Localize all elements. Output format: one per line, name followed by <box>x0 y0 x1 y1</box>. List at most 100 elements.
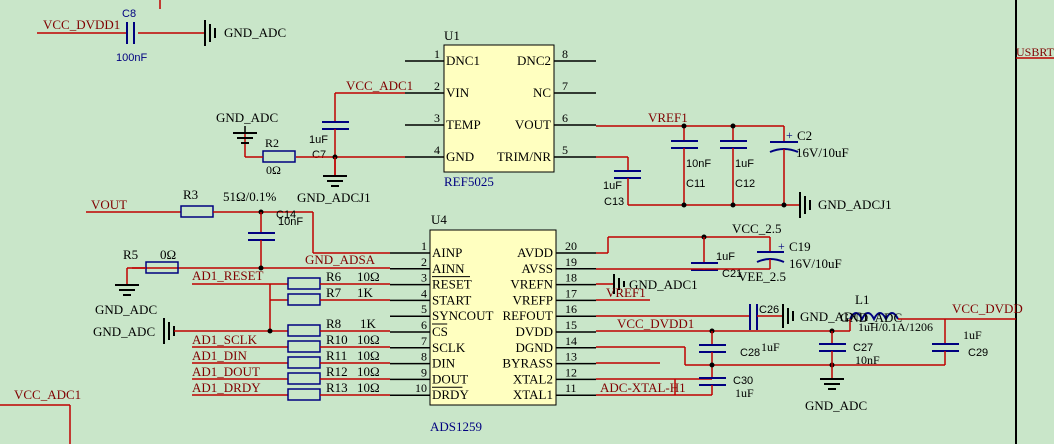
net-label-gnd-adc-top: GND_ADC <box>224 25 286 40</box>
net-label-gnd-adc1-vrefn: GND_ADC1 <box>629 277 698 292</box>
digital-signals: AD1_RESET R6 10Ω R7 1K GND_ADC R8 1K AD1… <box>93 268 390 401</box>
net-label-vcc-adc1-u1: VCC_ADC1 <box>346 78 413 93</box>
r7-value: 1K <box>357 285 374 300</box>
r13-ref: R13 <box>326 380 348 395</box>
u4-pin-number-11: 11 <box>565 381 577 395</box>
ainp-network: VOUT R3 51Ω/0.1% C14 10nF GND_ADSA R5 0Ω… <box>86 187 390 317</box>
u4-pin-name-13: BYRASS <box>502 356 553 371</box>
u4-part: ADS1259 <box>430 419 482 434</box>
u1-pin-number-3: 3 <box>434 111 440 125</box>
c28-value: 1uF <box>761 340 780 354</box>
net-label-ad1-reset: AD1_RESET <box>192 268 264 283</box>
u1-pin-name-5: TRIM/NR <box>497 149 552 164</box>
c7-ref: C7 <box>312 149 326 161</box>
net-label-ad1-dout: AD1_DOUT <box>192 364 260 379</box>
u4-pin-number-6: 6 <box>421 318 427 332</box>
u4-pin-number-8: 8 <box>421 350 427 364</box>
r2-value: 0Ω <box>266 163 281 177</box>
c7-value: 1uF <box>309 134 328 146</box>
c28-ref: C28 <box>740 347 760 359</box>
u1-pin-name-8: DNC2 <box>517 53 551 68</box>
u1-pin-name-3: TEMP <box>446 117 481 132</box>
l1-coil <box>849 312 899 322</box>
c19-ref: C19 <box>789 239 811 254</box>
c27-value: 10nF <box>855 353 880 367</box>
u4-right-network: VCC_2.5 1uF C21 + C19 16V/10uF VEE_2.5 G… <box>596 221 1023 413</box>
c2-ref: C2 <box>797 128 812 143</box>
r8-ref: R8 <box>326 316 341 331</box>
u4-pin-number-19: 19 <box>565 255 577 269</box>
u1-pin-number-6: 6 <box>562 111 568 125</box>
u4-pin-name-1: AINP <box>432 245 462 260</box>
c13-ref: C13 <box>604 196 624 208</box>
net-label-gnd-adc-cs: GND_ADC <box>93 324 155 339</box>
u4-pin-name-15: DVDD <box>515 324 553 339</box>
u4-body <box>429 229 557 406</box>
u1-ref: U1 <box>444 28 460 43</box>
r3-ref: R3 <box>183 187 198 202</box>
c26-ref: C26 <box>759 304 779 316</box>
u1-pin-2: 2 VIN <box>405 79 470 100</box>
u4-pin-name-17: VREFP <box>513 292 553 307</box>
u1-pin-name-2: VIN <box>446 85 470 100</box>
u1-pin-name-6: VOUT <box>515 117 551 132</box>
u4-pin-name-19: AVSS <box>521 261 553 276</box>
net-label-vee-2-5: VEE_2.5 <box>738 269 786 284</box>
u4-pin-number-4: 4 <box>421 286 427 300</box>
u1-pin-number-1: 1 <box>434 47 440 61</box>
u4-pin-number-9: 9 <box>421 365 427 379</box>
net-label-vcc-dvdd1-top: VCC_DVDD1 <box>43 17 120 32</box>
net-label-gnd-adc-r2: GND_ADC <box>216 110 278 125</box>
u1-pin-8: 8 DNC2 <box>517 47 596 68</box>
u4-pin-15: 15 DVDD <box>515 318 596 339</box>
u1-pin-number-2: 2 <box>434 79 440 93</box>
net-label-vout: VOUT <box>91 197 127 212</box>
u4-pin-number-12: 12 <box>565 365 577 379</box>
u4-pin-name-18: VREFN <box>510 277 553 292</box>
u1-pin-number-5: 5 <box>562 143 568 157</box>
net-label-gnd-adc-r5: GND_ADC <box>95 302 157 317</box>
u4-pin-number-15: 15 <box>565 318 577 332</box>
u4-pin-11: 11 XTAL1 <box>513 381 596 402</box>
r11-value: 10Ω <box>357 348 380 363</box>
u4-pin-number-10: 10 <box>415 381 427 395</box>
u4-pin-name-6: CS <box>432 324 448 339</box>
u4-pin-number-16: 16 <box>565 302 577 316</box>
u4-pin-name-2: AINN <box>432 261 465 276</box>
u4-pin-19: 19 AVSS <box>521 255 596 276</box>
c19-value: 16V/10uF <box>789 256 842 271</box>
vcc-adc1-bottom: VCC_ADC1 <box>0 387 81 444</box>
l1-value: 1uH/0.1A/1206 <box>858 320 933 334</box>
u1-pin-3: 3 TEMP <box>405 111 481 132</box>
u4-pin-number-7: 7 <box>421 334 427 348</box>
u4-right-pins: 20AVDD19AVSS18VREFN17VREFP16REFOUT15DVDD… <box>502 239 596 402</box>
net-label-vcc-2-5: VCC_2.5 <box>732 221 781 236</box>
u1-pin-name-4: GND <box>446 149 474 164</box>
u4-pin-6: 6 CS <box>390 318 448 339</box>
c8-ref: C8 <box>122 8 136 20</box>
r2-ref: R2 <box>265 136 279 150</box>
c2-value: 16V/10uF <box>796 145 849 160</box>
c27-ref: C27 <box>853 342 873 354</box>
vref-network: VREF1 1uF C13 10nF C11 1uF C12 + C2 <box>596 110 892 218</box>
u1-pin-number-8: 8 <box>562 47 568 61</box>
r6-value: 10Ω <box>357 269 380 284</box>
net-label-gnd-adc1-c26: GND_ADC1 <box>800 309 869 324</box>
u1-pin-name-1: DNC1 <box>446 53 480 68</box>
u4-pin-name-11: XTAL1 <box>513 387 553 402</box>
r5-value: 0Ω <box>160 247 176 262</box>
net-label-vcc-dvdd1-u4: VCC_DVDD1 <box>617 316 694 331</box>
u1-pin-number-7: 7 <box>562 79 568 93</box>
u1-pin-name-7: NC <box>533 85 551 100</box>
u4-pin-number-2: 2 <box>421 255 427 269</box>
